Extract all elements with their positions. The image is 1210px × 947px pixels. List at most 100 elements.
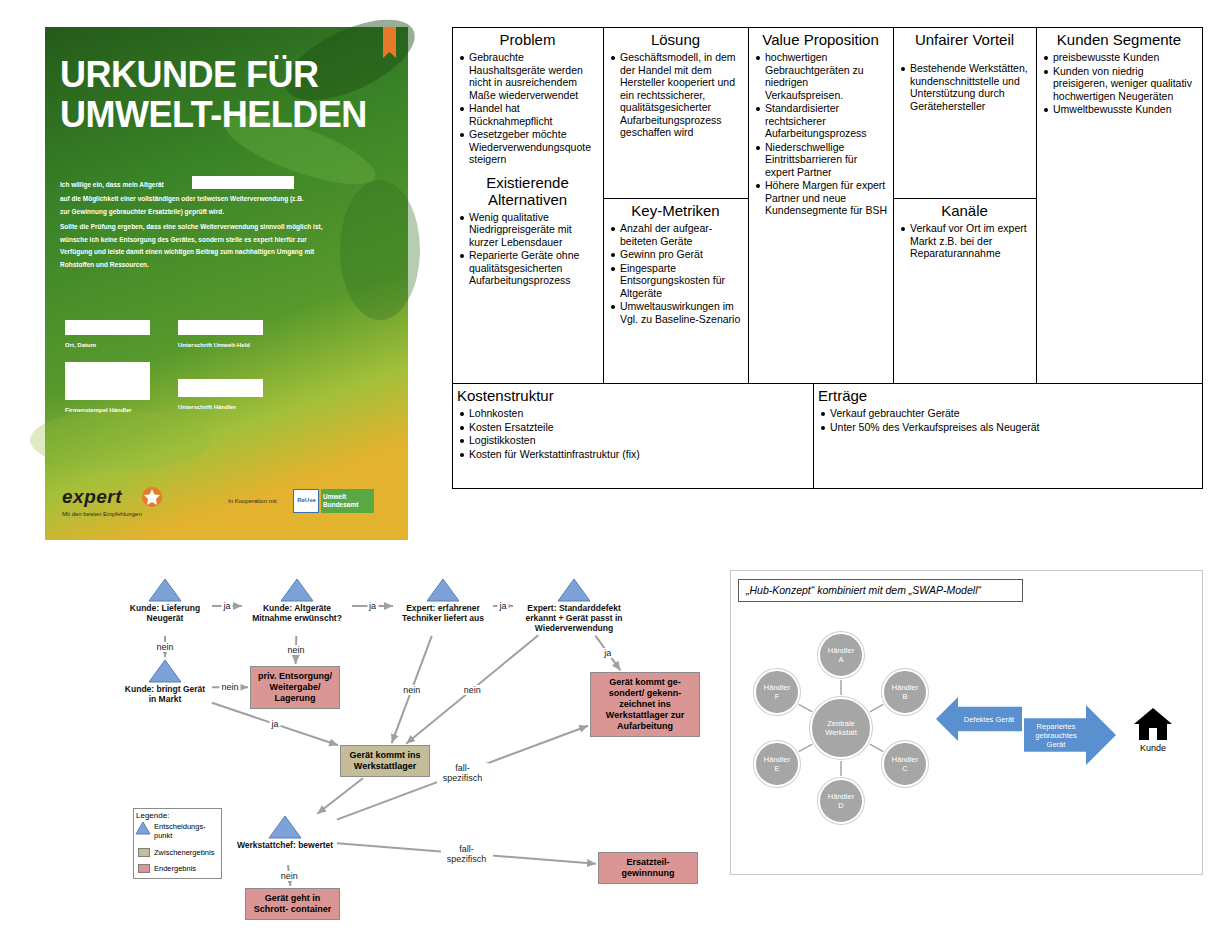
bullet-text: Gebrauchte Haushaltsgeräte werden nicht … <box>457 51 598 101</box>
field-label: Unterschrift Händler <box>178 404 263 411</box>
field-label: Ort, Datum <box>65 342 150 349</box>
decision-triangle: Kunde: bringt Gerät in Markt <box>120 659 210 715</box>
edge-label: fall- spezifisch <box>441 844 493 864</box>
box-text: Gerät kommt ge- sondert/ gekenn- zeichne… <box>595 677 695 732</box>
house-icon <box>1134 708 1172 740</box>
hub-link-line <box>799 744 812 752</box>
hub-panel <box>731 571 1203 875</box>
input-box <box>178 379 263 397</box>
end-result-box: Ersatzteil- gewinnnung <box>598 852 698 884</box>
hub-circle: Zentrale Werkstatt <box>810 697 872 759</box>
dealer-circle: Händler C <box>882 741 928 787</box>
uba-logo <box>321 489 374 513</box>
decision-text: Expert: Standarddefekt erkannt + Gerät p… <box>515 603 633 633</box>
bookmark-ribbon <box>383 27 396 58</box>
dealer-circle: Händler F <box>754 669 800 715</box>
cell-heading: Erträge <box>818 387 1197 404</box>
bullet-text: hochwertigen Gebrauchtgeräten zu niedrig… <box>753 51 888 101</box>
decision-text: Kunde: Altgeräte Mitnahme erwünscht? <box>244 603 350 623</box>
certificate-text: Ich willige ein, dass mein Altgerät <box>60 179 164 192</box>
field-label: Unterschrift Umwelt-Held <box>178 342 263 349</box>
legend-box <box>134 809 222 879</box>
box-text: Ersatzteil- gewinnnung <box>603 857 693 879</box>
edge-label: nein <box>154 642 175 652</box>
decision-text: Kunde: Lieferung Neugerät <box>120 603 210 623</box>
edge-label: nein <box>462 685 483 695</box>
input-box <box>178 320 263 335</box>
bullet-text: Bestehende Werkstätten, kundenschnittste… <box>898 62 1031 112</box>
decision-triangle: Kunde: Altgeräte Mitnahme erwünscht? <box>244 578 350 634</box>
canvas-cell: Unfairer VorteilBestehende Werkstätten, … <box>893 27 1037 199</box>
arrow-text: Repariertes gebrauchtes Gerät <box>1027 722 1085 749</box>
signature-field: Ort, Datum <box>65 320 150 349</box>
bullet-text: Standardisierter rechtsicherer Aufarbeit… <box>753 102 888 140</box>
dealer-circle: Händler D <box>818 778 864 824</box>
triangle <box>427 579 459 601</box>
triangle-shape <box>557 578 591 602</box>
bullet-text: Gewinn pro Gerät <box>608 248 743 261</box>
bullet-text: Logistikkosten <box>457 434 808 447</box>
circle-text: Händler F <box>761 683 793 701</box>
certificate-title: URKUNDE FÜR UMWELT-HELDEN <box>60 55 405 135</box>
hub-title: „Hub-Konzept“ kombiniert mit dem „SWAP-M… <box>746 584 1015 597</box>
triangle-shape <box>148 578 182 602</box>
decision-text: Werkstattchef: bewertet <box>235 840 335 850</box>
hub-link-line <box>799 704 812 712</box>
house-door <box>1149 728 1157 740</box>
star <box>144 489 160 505</box>
triangle-shape <box>148 659 182 683</box>
end-result-box: priv. Entsorgung/ Weitergabe/ Lagerung <box>250 666 340 709</box>
cell-heading: Unfairer Vorteil <box>898 31 1031 48</box>
legend-title: Legende: <box>136 811 169 820</box>
decision-triangle: Expert: Standarddefekt erkannt + Gerät p… <box>515 578 633 634</box>
triangle <box>149 579 181 601</box>
bullet-text: Wenig qualitative Niedrigpreisgeräte mit… <box>457 211 598 249</box>
bullet-text: Höhere Margen für expert Partner und neu… <box>753 179 888 217</box>
circle-text: Händler C <box>889 755 921 773</box>
canvas-cell: Value Proposition hochwertigen Gebrauchtg… <box>748 27 894 384</box>
arrow-polygon <box>936 697 1022 741</box>
hub-link-line <box>840 761 842 776</box>
hub-link-line <box>870 704 883 712</box>
bullet-text: Kunden von niedrig preisigeren, weniger … <box>1041 65 1197 103</box>
decision-triangle: Werkstattchef: bewertet <box>235 815 335 863</box>
bullet-text: Umweltauswirkungen im Vgl. zu Baseline-S… <box>608 300 743 325</box>
cell-heading: Kunden Segmente <box>1041 31 1197 48</box>
field-label: Firmenstempel Händler <box>65 407 150 414</box>
decision-triangle: Expert: erfahrener Techniker liefert aus <box>395 578 491 634</box>
canvas-cell: LösungGeschäftsmodell, in dem der Handel… <box>603 27 749 199</box>
canvas-cell: KostenstrukturLohnkostenKosten Ersatztei… <box>452 383 814 489</box>
signature-field: Unterschrift Händler <box>178 379 263 411</box>
edge-label: ja <box>367 601 378 611</box>
decision-text: Expert: erfahrener Techniker liefert aus <box>395 603 491 623</box>
bullet-text: Eingesparte Entsorgungskosten für Altger… <box>608 262 743 300</box>
bullet-text: Niederschwellige Eintrittsbarrieren für … <box>753 141 888 179</box>
cell-heading: Kanäle <box>898 202 1031 219</box>
input-box <box>192 176 294 189</box>
bullet-text: Handel hat Rücknahmepflicht <box>457 102 598 127</box>
flow-arrow <box>406 635 538 743</box>
cooperation-note: In Kooperation mit <box>228 498 277 505</box>
dealer-circle: Händler E <box>754 741 800 787</box>
decision-triangle: Kunde: Lieferung Neugerät <box>120 578 210 634</box>
triangle <box>558 579 590 601</box>
triangle-shape <box>280 578 314 602</box>
box-text: Gerät geht in Schrott- container <box>250 893 335 915</box>
hub-link-line <box>840 680 842 695</box>
cell-heading: Value Proposition <box>753 31 888 48</box>
bullet-text: Verkauf gebrauchter Geräte <box>818 407 1197 420</box>
certificate-text: auf die Möglichkeit einer vollständigen … <box>60 193 315 218</box>
bullet-text: Anzahl der aufgear-beiteten Geräte <box>608 222 743 247</box>
leaf <box>30 410 210 470</box>
canvas-cell: ErträgeVerkauf gebrauchter GeräteUnter 5… <box>813 383 1203 489</box>
intermediate-box: Gerät kommt ins Werkstattlager <box>340 745 430 777</box>
circle-text: Händler B <box>889 683 921 701</box>
triangle <box>281 579 313 601</box>
hub-title-box: „Hub-Konzept“ kombiniert mit dem „SWAP-M… <box>738 579 1023 602</box>
cell-heading: Existierende Alternativen <box>457 174 598 208</box>
house-shape <box>1134 708 1172 740</box>
edge-label: fall- spezifisch <box>437 763 489 783</box>
leaf <box>340 180 420 320</box>
bullet-text: preisbewusste Kunden <box>1041 51 1197 64</box>
